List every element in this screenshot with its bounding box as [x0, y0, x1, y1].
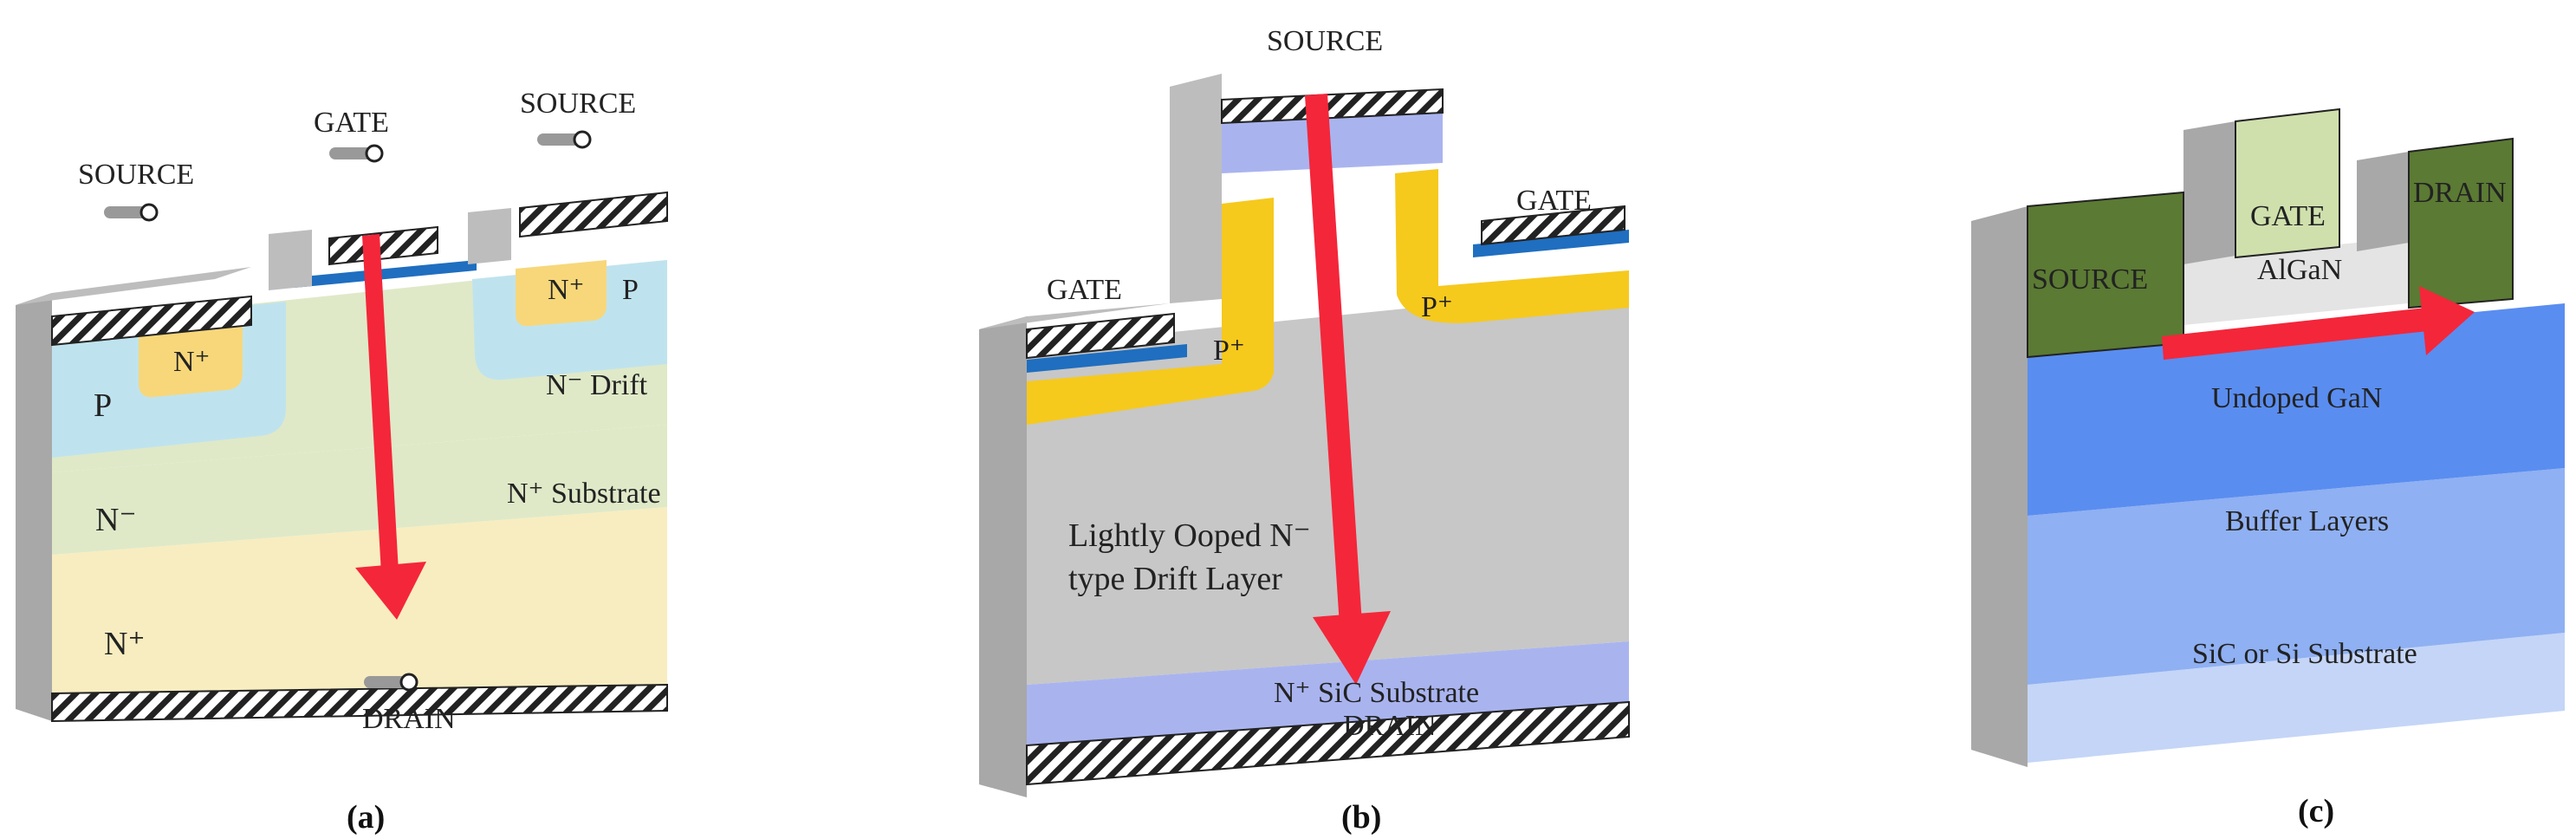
panel-a-n-substrate-layer	[52, 507, 667, 693]
panel-c-drain	[2408, 137, 2514, 309]
panel-a-gate-oxide	[295, 260, 477, 288]
panel-c-source-label: SOURCE	[2032, 263, 2148, 296]
panel-a-top-face	[16, 267, 251, 305]
panel-c-substrate-layer	[2028, 633, 2565, 763]
panel-a-gate-support	[269, 230, 312, 290]
panel-b-drain-label: DRAIN	[1343, 710, 1437, 742]
panel-b-substrate-label: N⁺ SiC Substrate	[1274, 677, 1479, 709]
panel-c-algan-label: AlGaN	[2257, 254, 2342, 286]
panel-b-gate-left-metal	[1026, 312, 1175, 360]
panel-a-drain-label: DRAIN	[362, 703, 456, 735]
panel-a-n-plus-right	[516, 260, 607, 327]
panel-b-top-step-left	[979, 74, 1222, 329]
panel-b-gate-right-metal	[1481, 205, 1625, 246]
panel-b-gate-right-label: GATE	[1516, 185, 1592, 217]
panel-a-source-left-metal	[51, 295, 252, 347]
panel-a-source-left-label: SOURCE	[78, 159, 194, 191]
panel-c-buffer-label: Buffer Layers	[2225, 505, 2389, 537]
panel-c-gan-layer	[2028, 303, 2565, 516]
panel-a-gate-terminal	[329, 144, 384, 163]
panel-b-substrate-layer	[1027, 641, 1629, 745]
panel-a-current-arrow	[355, 234, 426, 620]
panel-a-n-minus-layer	[52, 425, 667, 555]
panel-a-p-left-label: P	[94, 387, 112, 424]
panel-b-source-metal	[1221, 88, 1444, 125]
panel-b-p-plus-right	[1395, 169, 1629, 323]
panel-b-p-plus-left-label: P⁺	[1213, 335, 1245, 367]
panel-a-caption: (a)	[347, 799, 385, 835]
panel-a-source-right-metal	[519, 191, 668, 238]
panel-c-side-face	[1971, 206, 2028, 767]
panel-c-gan-hemt: SOURCE GATE DRAIN AlGaN Undoped GaN Buff…	[1971, 107, 2565, 829]
panel-b-source-label: SOURCE	[1267, 25, 1383, 57]
panel-a-n-plus-bottom-label: N⁺	[104, 626, 146, 662]
panel-b-p-plus-right-label: P⁺	[1421, 291, 1453, 323]
panel-a-n-plus-right-label: N⁺	[548, 274, 585, 306]
panel-a-p-right-label: P	[622, 274, 639, 306]
panel-b-gate-left-label: GATE	[1047, 274, 1122, 306]
panel-a-drain-metal	[51, 683, 668, 723]
panel-a-source-right-terminal	[537, 130, 592, 149]
panel-a-source-right-support	[468, 208, 511, 264]
panel-a-gate-metal	[328, 225, 438, 266]
panel-b-gate-right-oxide	[1473, 230, 1629, 257]
panel-a-planar-mosfet: SOURCE GATE SOURCE DRAIN P N⁺ N⁺ P N⁻ Dr…	[16, 88, 668, 836]
panel-a-n-drift-label: N⁻ Drift	[546, 369, 648, 401]
panel-b-drain-metal	[1026, 700, 1630, 786]
panel-a-n-plus-left-label: N⁺	[173, 346, 211, 378]
panel-c-substrate-label: SiC or Si Substrate	[2192, 638, 2417, 670]
panel-b-caption: (b)	[1341, 799, 1381, 835]
panel-b-p-plus-left	[1027, 198, 1274, 425]
panel-a-source-right-label: SOURCE	[520, 88, 636, 120]
panel-c-buffer-layer	[2028, 468, 2565, 685]
panel-c-caption: (c)	[2298, 793, 2334, 829]
panel-a-side-face	[16, 293, 52, 721]
panel-c-current-arrow	[2162, 286, 2475, 360]
panel-b-side-face	[979, 316, 1027, 797]
panel-c-gate	[2235, 107, 2340, 259]
panel-b-gate-left-oxide	[1027, 344, 1187, 373]
panel-a-n-plus-left	[139, 319, 243, 398]
panel-c-gate-label: GATE	[2250, 200, 2326, 232]
panel-c-algan-layer	[2183, 236, 2426, 325]
panel-a-n-minus-label: N⁻	[95, 502, 137, 538]
panel-c-gan-label: Undoped GaN	[2211, 382, 2382, 414]
panel-a-drain-terminal	[364, 673, 419, 692]
panel-b-source-mesa-blue	[1222, 111, 1443, 173]
panel-c-drain-support	[2357, 152, 2409, 251]
panel-c-gate-support	[2183, 121, 2235, 264]
panel-a-source-left-terminal	[104, 203, 159, 222]
panel-b-drift-label-line1: Lightly Ooped N⁻	[1068, 517, 1311, 554]
panel-a-gate-label: GATE	[314, 107, 389, 139]
panel-a-n-substrate-label: N⁺ Substrate	[507, 478, 661, 510]
panel-c-drain-label: DRAIN	[2413, 177, 2507, 209]
panel-b-drift-label-line2: type Drift Layer	[1068, 561, 1282, 597]
panel-b-trench-mosfet: SOURCE GATE GATE P⁺ P⁺ Lightly Ooped N⁻ …	[979, 25, 1630, 836]
panel-b-current-arrow	[1305, 94, 1391, 685]
